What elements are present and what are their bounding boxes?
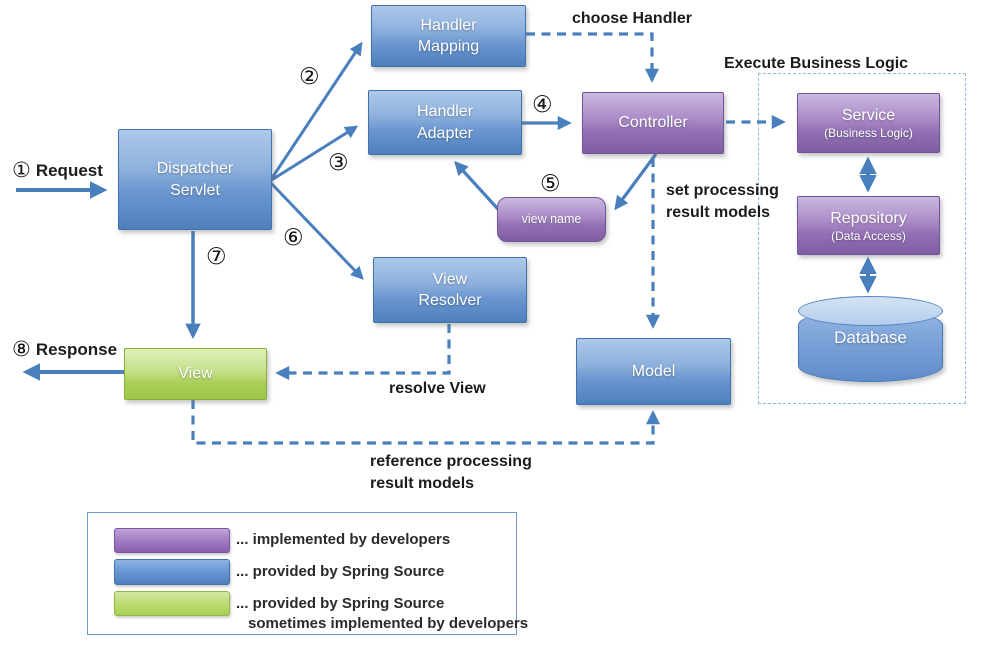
step-4-badge: ④ — [532, 91, 553, 117]
node-handler-mapping: Handler Mapping — [371, 5, 526, 67]
node-dispatcher-servlet: Dispatcher Servlet — [118, 129, 272, 230]
database-cylinder-top — [798, 296, 943, 326]
arrow-controller-to-view-name — [614, 153, 658, 211]
legend-label-blue: ... provided by Spring Source — [236, 563, 445, 580]
arrow-choose-handler — [526, 32, 660, 83]
legend-label-green-line1: ... provided by Spring Source — [236, 595, 445, 612]
node-label: Service — [841, 107, 896, 125]
node-label: Database — [834, 328, 907, 347]
node-label: View — [432, 270, 468, 288]
node-label: Model — [631, 362, 676, 380]
response-label: Response — [35, 339, 118, 359]
legend-label-green-line2: sometimes implemented by developers — [248, 615, 529, 632]
legend: ... implemented by developers ... provid… — [87, 512, 528, 635]
set-processing-line2: result models — [666, 204, 771, 221]
reference-processing-label: reference processing result models — [370, 451, 532, 495]
step-3-badge: ③ — [328, 149, 349, 175]
step-7-badge: ⑦ — [206, 243, 227, 269]
node-sublabel: (Business Logic) — [824, 126, 913, 141]
node-label: Repository — [830, 209, 907, 227]
arrow-step2-to-handler-mapping — [268, 41, 363, 182]
node-label: Handler — [420, 16, 477, 34]
node-view-resolver: View Resolver — [373, 257, 527, 323]
reference-processing-line1: reference processing — [370, 453, 532, 470]
arrow-step3-to-handler-adapter — [269, 125, 359, 183]
node-label: view name — [521, 212, 582, 227]
node-database: Database — [798, 296, 943, 382]
node-label: Controller — [618, 114, 688, 132]
legend-label-purple: ... implemented by developers — [236, 531, 451, 548]
arrow-resolver-to-view — [275, 324, 451, 381]
step-1-badge: ① — [12, 159, 31, 182]
node-handler-adapter: Handler Adapter — [368, 90, 522, 155]
node-view: View — [124, 348, 267, 400]
node-label: Mapping — [417, 38, 480, 55]
step-5-badge: ⑤ — [540, 170, 561, 196]
node-repository: Repository (Data Access) — [797, 196, 940, 255]
legend-swatch-blue — [114, 559, 230, 585]
node-view-name: view name — [497, 197, 606, 242]
execute-business-logic-container — [758, 73, 966, 404]
execute-business-logic-title: Execute Business Logic — [724, 55, 909, 72]
request-label: Request — [35, 160, 103, 180]
set-processing-line1: set processing — [666, 182, 779, 199]
node-label: Dispatcher — [156, 160, 234, 178]
legend-label-green: ... provided by Spring Source sometimes … — [236, 594, 528, 634]
step-6-badge: ⑥ — [283, 224, 304, 250]
node-label: View — [178, 365, 213, 383]
set-processing-label: set processing result models — [666, 180, 779, 224]
node-model: Model — [576, 338, 731, 405]
node-controller: Controller — [582, 92, 724, 154]
resolve-view-label: resolve View — [389, 380, 486, 397]
request-label-row: ① Request — [12, 160, 103, 181]
node-sublabel: (Data Access) — [831, 228, 906, 243]
node-label: Servlet — [170, 181, 220, 199]
legend-swatch-green — [114, 591, 230, 616]
step-2-badge: ② — [299, 63, 320, 89]
response-label-row: ⑧ Response — [12, 339, 117, 360]
node-label: Handler — [416, 103, 474, 121]
node-label: Resolver — [418, 292, 482, 309]
node-service: Service (Business Logic) — [797, 93, 940, 153]
arrow-step6-to-view-resolver — [268, 180, 364, 280]
step-8-badge: ⑧ — [12, 338, 31, 361]
arrow-view-to-model-reference — [191, 400, 661, 445]
node-label: Adapter — [416, 124, 474, 142]
reference-processing-line2: result models — [370, 475, 475, 492]
legend-swatch-purple — [114, 528, 230, 553]
choose-handler-label: choose Handler — [572, 10, 693, 27]
